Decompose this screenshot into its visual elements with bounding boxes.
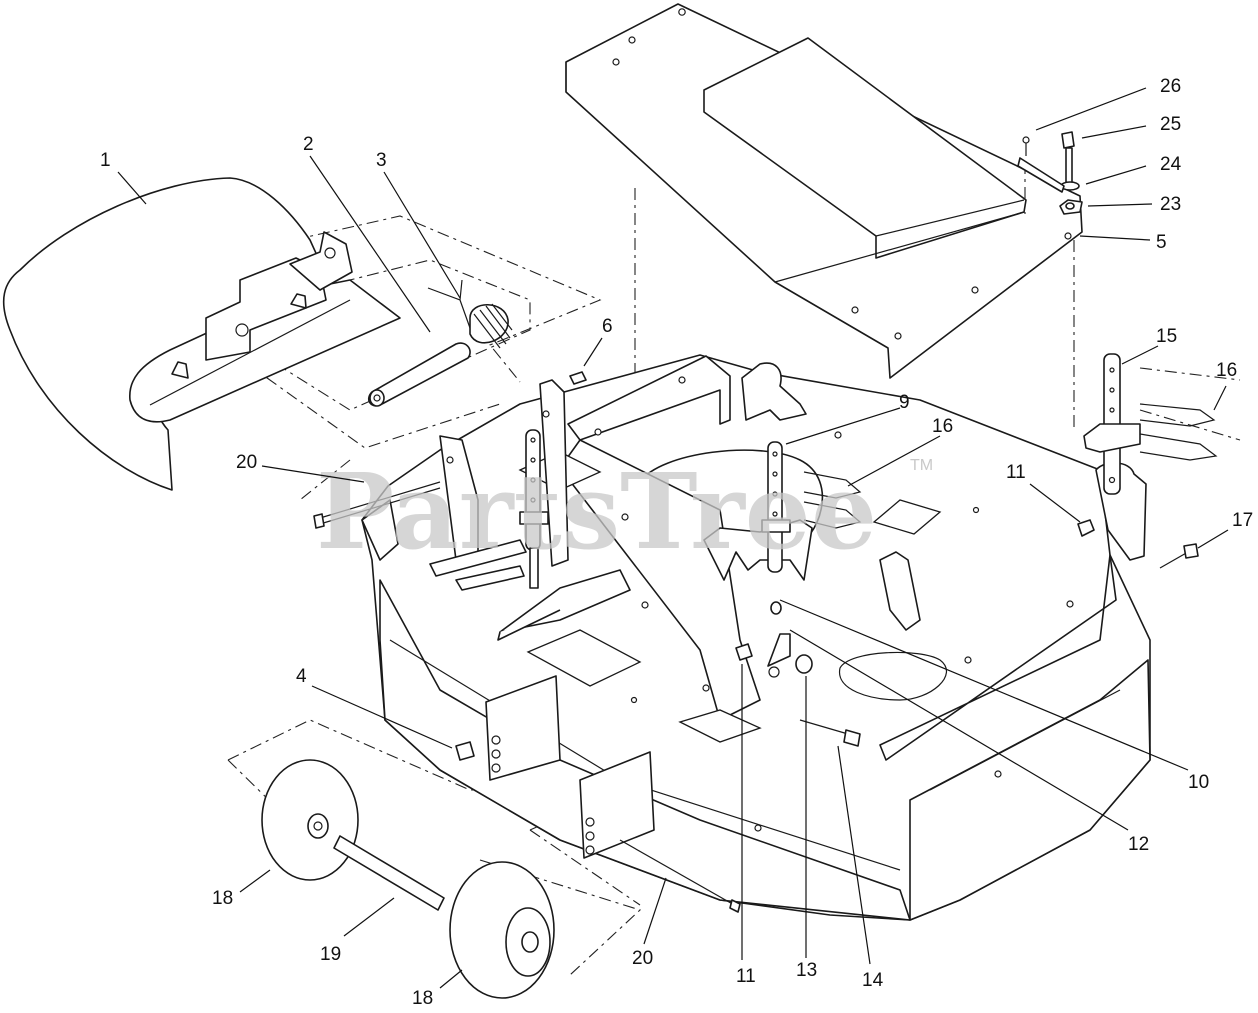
callout-20-left: 20 (236, 452, 257, 473)
callout-14: 14 (862, 970, 884, 991)
pivot-rod (367, 342, 471, 407)
callout-2: 2 (303, 134, 314, 155)
callout-9: 9 (899, 392, 910, 413)
callout-18-left: 18 (212, 888, 233, 909)
callout-1: 1 (100, 150, 111, 171)
callout-labels: 1 2 3 4 5 6 9 10 11 11 12 13 14 15 16 16… (100, 76, 1253, 1009)
deflector-shield (2, 177, 401, 491)
callout-16-center: 16 (932, 416, 953, 437)
caster-wheel-left (261, 759, 359, 881)
deck-cover-plate (565, 3, 1083, 379)
height-pin-left (519, 429, 549, 589)
torsion-spring (427, 279, 513, 349)
callout-17: 17 (1232, 510, 1253, 531)
callout-15: 15 (1156, 326, 1177, 347)
callout-4: 4 (296, 666, 307, 687)
callout-23: 23 (1160, 194, 1181, 215)
callout-5: 5 (1156, 232, 1167, 253)
rear-roller-bracket (485, 675, 655, 859)
callout-11-lower: 11 (736, 966, 756, 987)
callout-25: 25 (1160, 114, 1181, 135)
watermark-tm: TM (910, 457, 933, 474)
height-pin-right (1083, 353, 1141, 495)
hardware (313, 131, 1199, 761)
watermark-text: PartsTree (316, 450, 877, 573)
callout-26: 26 (1160, 76, 1181, 97)
callout-16-right: 16 (1216, 360, 1237, 381)
callout-19: 19 (320, 944, 341, 965)
callout-3: 3 (376, 150, 387, 171)
caster-wheel-right (449, 861, 555, 999)
callout-13: 13 (796, 960, 817, 981)
height-pin-center (761, 441, 791, 573)
callout-20-bottom: 20 (632, 948, 653, 969)
callout-12: 12 (1128, 834, 1149, 855)
callout-10: 10 (1188, 772, 1209, 793)
mower-deck (361, 354, 1151, 921)
hair-pin-clips (803, 403, 1218, 529)
front-bracket (361, 355, 731, 591)
callout-6: 6 (602, 316, 613, 337)
callout-18-right: 18 (412, 988, 433, 1009)
callout-24: 24 (1160, 154, 1182, 175)
callout-11-upper: 11 (1006, 462, 1026, 483)
leader-lines (117, 87, 1229, 989)
axle-rod (333, 835, 741, 913)
